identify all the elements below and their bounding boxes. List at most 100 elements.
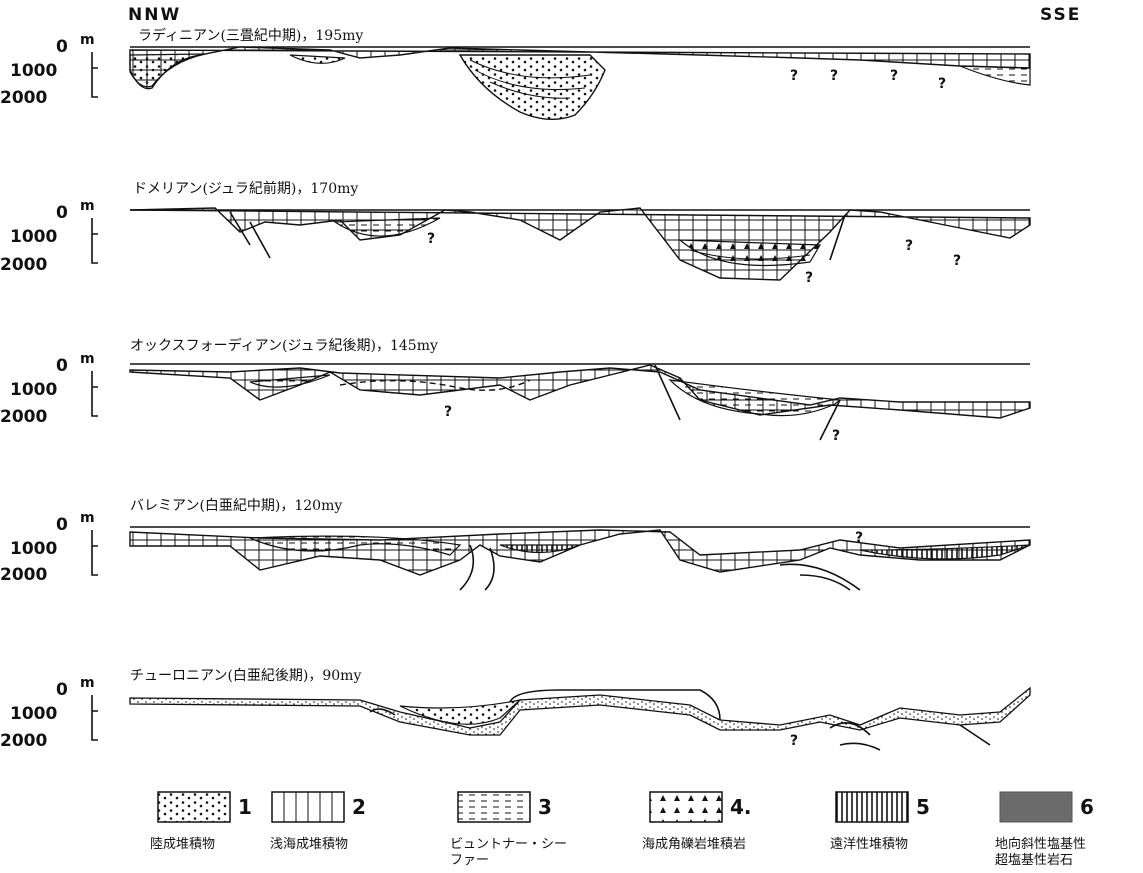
section-title: オックスフォーディアン(ジュラ紀後期)，145my xyxy=(130,337,438,354)
depth-axis: 0 m 1000 2000 xyxy=(0,351,98,427)
right-dash-layer xyxy=(959,65,1031,86)
section-title: ラディニアン(三畳紀中期)，195my xyxy=(138,27,363,44)
legend-swatch-triangles xyxy=(649,791,723,823)
depth-bracket xyxy=(91,218,98,264)
legend-label: 陸成堆積物 xyxy=(150,836,215,852)
basin-strata xyxy=(469,59,591,99)
fine-sediment-layer xyxy=(129,686,1031,736)
depth-tick-0: 0 xyxy=(56,515,68,535)
depth-tick-0: 0 xyxy=(56,37,68,57)
legend-item-1: 1 陸成堆積物 xyxy=(150,791,252,852)
depth-axis: 0 m 1000 2000 xyxy=(0,510,98,585)
depth-axis: 0 m 1000 2000 xyxy=(0,32,98,108)
uncertain-mark: ? xyxy=(890,68,898,84)
depth-tick-1000: 1000 xyxy=(10,227,57,247)
basin-strata xyxy=(689,249,811,260)
basin-continental-fill xyxy=(458,54,606,120)
deformation-marks xyxy=(369,708,991,751)
legend-item-4: 4. 海成角礫岩堆積岩 xyxy=(642,791,752,852)
section-domerian: 0 m 1000 2000 ドメリアン(ジュラ紀前期)，170my ? ? ? … xyxy=(0,180,1031,286)
legend: 1 陸成堆積物 2 浅海成堆積物 3 ビュントナー・シー ファー 4. 海成角礫… xyxy=(150,791,1094,868)
uncertain-mark: ? xyxy=(832,428,840,444)
legend-item-5: 5 遠洋性堆積物 xyxy=(830,791,930,852)
legend-swatch-lines xyxy=(835,791,909,823)
pelagic-layer-right xyxy=(859,544,1031,560)
legend-number: 1 xyxy=(238,795,252,819)
legend-number: 6 xyxy=(1080,795,1094,819)
legend-item-3: 3 ビュントナー・シー ファー xyxy=(450,791,567,868)
legend-label: ファー xyxy=(450,853,489,868)
depth-axis: 0 m 1000 2000 xyxy=(0,675,98,751)
faults xyxy=(654,364,841,441)
intrusions xyxy=(459,544,861,591)
legend-swatch-dashes xyxy=(457,791,531,823)
depth-bracket xyxy=(91,695,98,741)
depth-bracket xyxy=(91,52,98,98)
legend-number: 3 xyxy=(538,795,552,819)
small-basin xyxy=(289,54,346,64)
depth-tick-1000: 1000 xyxy=(10,380,57,400)
depth-tick-2000: 2000 xyxy=(0,565,47,585)
section-title: バレミアン(白亜紀中期)，120my xyxy=(130,498,342,514)
uncertain-mark: ? xyxy=(938,76,946,92)
section-barremian: 0 m 1000 2000 バレミアン(白亜紀中期)，120my ? xyxy=(0,498,1031,591)
surface-profile xyxy=(509,689,721,721)
depth-tick-2000: 2000 xyxy=(0,255,47,275)
inferred-boundary xyxy=(339,379,531,391)
shallow-marine-layer xyxy=(129,364,1031,419)
depth-tick-2000: 2000 xyxy=(0,731,47,751)
depth-unit: m xyxy=(80,198,95,214)
depth-tick-0: 0 xyxy=(56,203,68,223)
legend-item-2: 2 浅海成堆積物 xyxy=(270,791,366,852)
depth-unit: m xyxy=(80,675,95,691)
depth-tick-2000: 2000 xyxy=(0,407,47,427)
shallow-marine-layer xyxy=(129,207,1031,281)
dash-basin xyxy=(668,379,842,417)
pelagic-layer xyxy=(499,544,581,554)
uncertain-mark: ? xyxy=(855,530,863,546)
uncertain-mark: ? xyxy=(427,231,435,247)
depth-tick-0: 0 xyxy=(56,356,68,376)
dash-layer xyxy=(249,374,331,388)
section-title: チューロニアン(白亜紀後期)，90my xyxy=(130,668,361,684)
uncertain-mark: ? xyxy=(905,238,913,254)
depth-tick-1000: 1000 xyxy=(10,704,57,724)
dash-basin xyxy=(333,217,441,237)
uncertain-mark: ? xyxy=(790,733,798,749)
depth-tick-0: 0 xyxy=(56,680,68,700)
legend-label: 海成角礫岩堆積岩 xyxy=(642,836,746,852)
legend-label: ビュントナー・シー xyxy=(450,837,567,852)
direction-right: SSE xyxy=(1040,5,1081,25)
legend-label: 遠洋性堆積物 xyxy=(830,837,908,852)
depth-unit: m xyxy=(80,510,95,526)
legend-swatch-solid xyxy=(999,791,1073,823)
section-ladinian: 0 m 1000 2000 ラディニアン(三畳紀中期)，195my ? ? ? … xyxy=(0,27,1031,120)
legend-label: 浅海成堆積物 xyxy=(270,837,348,852)
depth-bracket xyxy=(91,371,98,417)
dotted-basin xyxy=(399,698,523,725)
legend-swatch-block-lines xyxy=(283,792,333,822)
continental-deposit xyxy=(129,53,206,88)
depth-unit: m xyxy=(80,351,95,367)
depth-unit: m xyxy=(80,32,95,48)
legend-item-6: 6 地向斜性塩基性 超塩基性岩石 xyxy=(995,791,1094,868)
dash-layer xyxy=(249,535,462,556)
depth-tick-1000: 1000 xyxy=(10,61,57,81)
legend-number: 4. xyxy=(730,795,752,819)
legend-label: 地向斜性塩基性 xyxy=(995,836,1086,852)
depth-axis: 0 m 1000 2000 xyxy=(0,198,98,275)
faults xyxy=(229,211,846,261)
depth-bracket xyxy=(91,530,98,576)
section-oxfordian: 0 m 1000 2000 オックスフォーディアン(ジュラ紀後期)，145my … xyxy=(0,337,1031,444)
legend-swatch-dots xyxy=(157,791,231,823)
depth-tick-1000: 1000 xyxy=(10,539,57,559)
breccia-basin xyxy=(678,239,822,267)
legend-number: 5 xyxy=(916,795,930,819)
uncertain-mark: ? xyxy=(830,68,838,84)
direction-left: NNW xyxy=(128,5,181,25)
section-turonian: 0 m 1000 2000 チューロニアン(白亜紀後期)，90my ? xyxy=(0,668,1031,751)
uncertain-mark: ? xyxy=(953,253,961,269)
depth-tick-2000: 2000 xyxy=(0,88,47,108)
legend-number: 2 xyxy=(352,795,366,819)
